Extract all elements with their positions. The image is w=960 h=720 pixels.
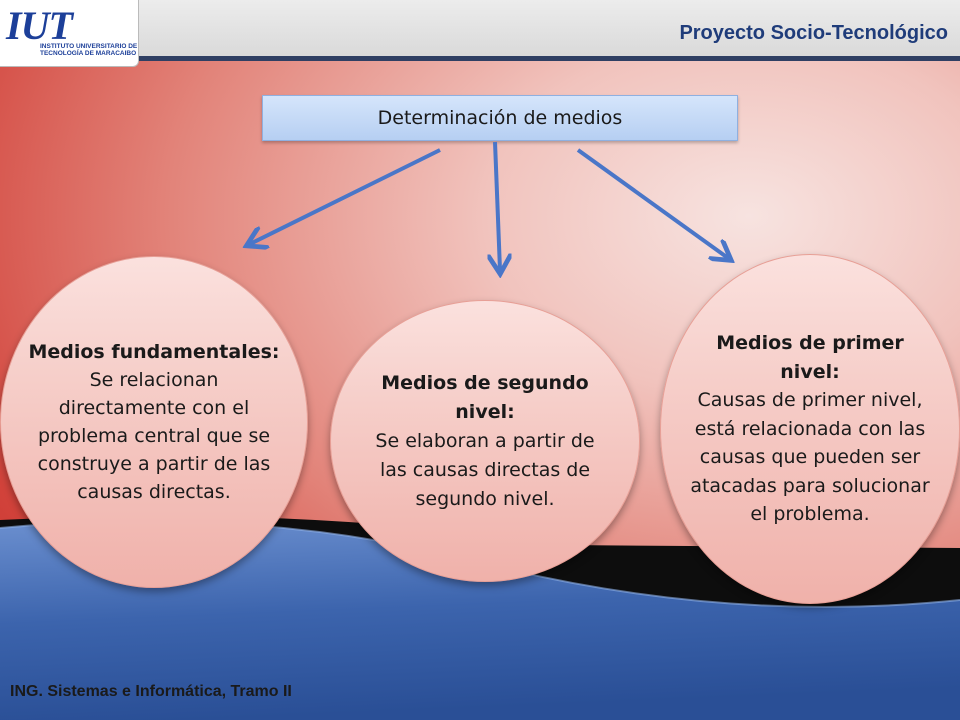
logo-subtitle: INSTITUTO UNIVERSITARIO DE TECNOLOGÍA DE… xyxy=(40,43,138,57)
arrow-left xyxy=(250,148,441,244)
node-body: Se relacionan directamente con el proble… xyxy=(37,369,271,503)
node-heading: Medios de segundo nivel: xyxy=(381,371,589,423)
diagram-title-box: Determinación de medios xyxy=(262,95,738,141)
arrow-middle xyxy=(495,141,500,270)
project-title: Proyecto Socio-Tecnológico xyxy=(679,22,948,44)
node-medios-fundamentales: Medios fundamentales: Se relacionan dire… xyxy=(0,256,308,588)
node-body: Se elaboran a partir de las causas direc… xyxy=(375,429,595,510)
node-heading: Medios de primer nivel: xyxy=(716,332,904,383)
header-divider xyxy=(0,56,960,61)
footer-text: ING. Sistemas e Informática, Tramo II xyxy=(10,683,292,700)
logo-wordmark: IUT xyxy=(6,3,73,48)
institution-logo: IUT INSTITUTO UNIVERSITARIO DE TECNOLOGÍ… xyxy=(0,0,139,67)
node-heading: Medios fundamentales: xyxy=(28,341,280,363)
node-medios-primer-nivel: Medios de primer nivel: Causas de primer… xyxy=(660,254,960,604)
header-band xyxy=(0,0,960,58)
node-medios-segundo-nivel: Medios de segundo nivel: Se elaboran a p… xyxy=(330,300,640,582)
arrow-right xyxy=(576,148,728,258)
node-body: Causas de primer nivel, está relacionada… xyxy=(690,389,930,526)
diagram-title: Determinación de medios xyxy=(377,107,623,129)
